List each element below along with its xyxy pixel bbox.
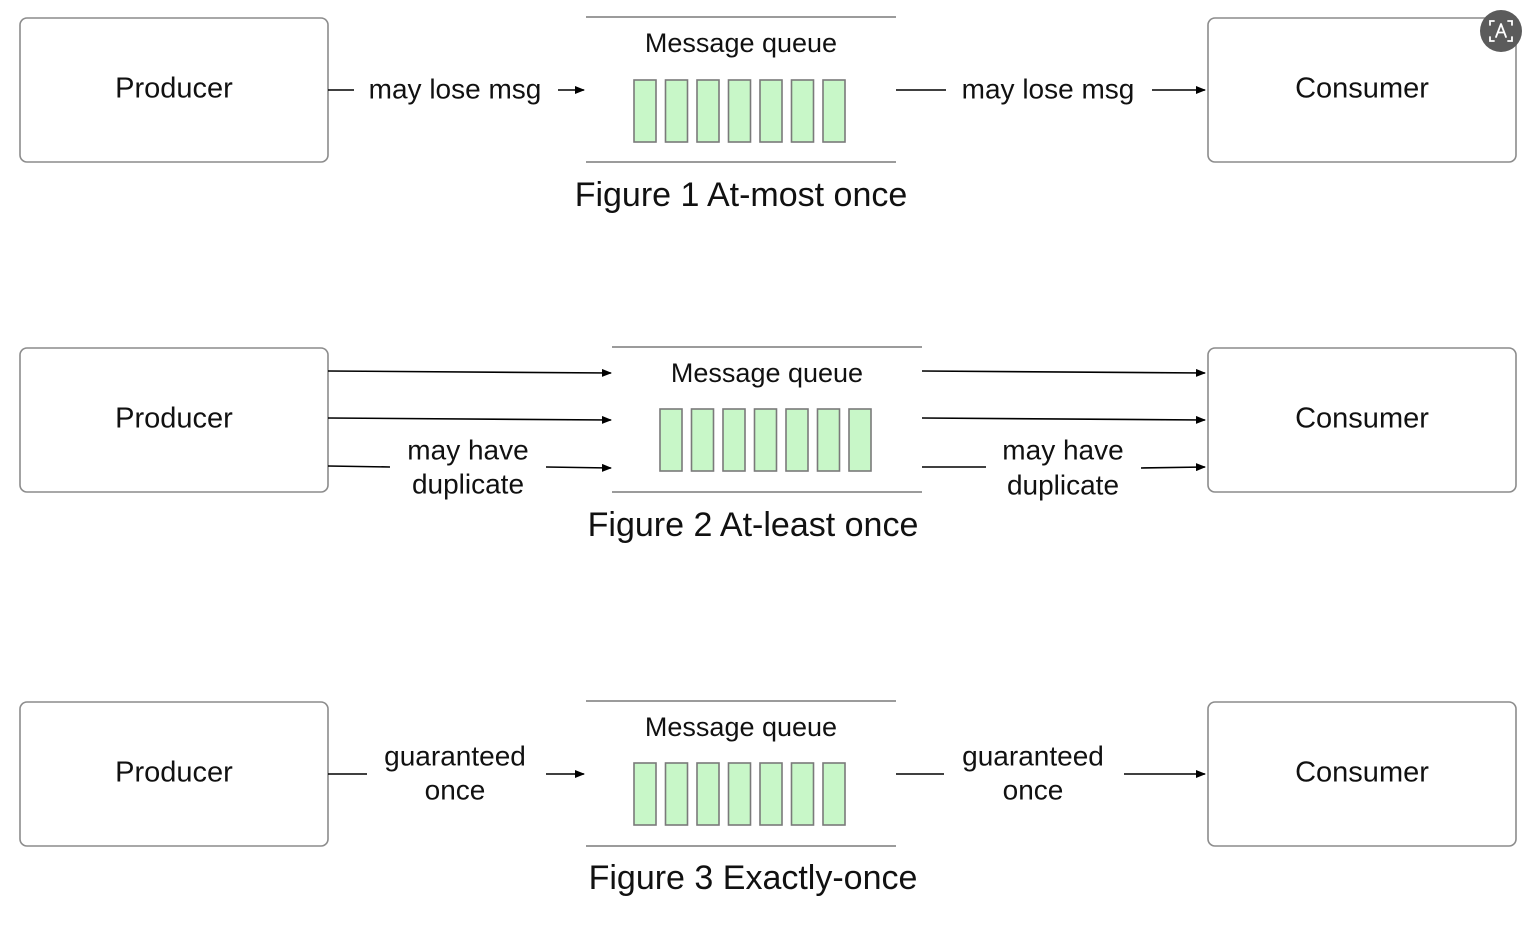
edge-label-left-line1: guaranteed <box>384 740 526 771</box>
figure-caption: Figure 2 At-least once <box>588 506 919 544</box>
figure-caption: Figure 3 Exactly-once <box>589 859 918 897</box>
queue-message-cell <box>664 762 689 826</box>
edge-label-right-line1: guaranteed <box>962 740 1104 771</box>
translate-icon <box>1489 20 1513 42</box>
consumer-box <box>1207 347 1517 493</box>
edge-label-right-line1: may have <box>1002 434 1123 465</box>
edge-label-right-line2: duplicate <box>1007 469 1119 500</box>
producer-label: Producer <box>115 757 233 789</box>
queue-message-cell <box>790 762 815 826</box>
producer-label: Producer <box>115 73 233 105</box>
arrow-right <box>327 368 612 377</box>
queue-message-cell <box>727 79 752 143</box>
edge-label-left-line2: duplicate <box>412 468 524 499</box>
queue-message-cell <box>727 762 752 826</box>
queue-message-cell <box>664 79 689 143</box>
figure-caption: Figure 1 At-most once <box>575 176 908 214</box>
queue-message-cell <box>785 408 809 472</box>
queue-message-cell <box>690 408 715 472</box>
queue-message-cell <box>759 762 783 826</box>
queue-message-cell <box>659 408 683 472</box>
figure-2: Producer Message queue Consumer may have… <box>19 346 1517 544</box>
edge-segment <box>327 465 391 468</box>
queue-message-cell <box>722 408 746 472</box>
edge-label-right: may lose msg <box>962 73 1135 104</box>
queue-message-cell <box>816 408 841 472</box>
consumer-label: Consumer <box>1295 403 1429 435</box>
edge-label-left: may lose msg <box>369 73 542 104</box>
queue-message-cell <box>790 79 815 143</box>
edge-label-left-line1: may have <box>407 434 528 465</box>
queue-message-cell <box>848 408 872 472</box>
arrow-right <box>921 368 1206 377</box>
producer-box <box>19 347 329 493</box>
queue-title: Message queue <box>645 28 837 58</box>
queue-message-cell <box>696 79 720 143</box>
queue-message-cell <box>759 79 783 143</box>
queue-cells <box>633 762 846 826</box>
edge-label-right-line2: once <box>1003 774 1064 805</box>
queue-message-cell <box>633 79 657 143</box>
queue-message-cell <box>822 79 846 143</box>
consumer-box <box>1207 701 1517 847</box>
queue-message-cell <box>633 762 657 826</box>
figure-3: Producer Message queue Consumer guarante… <box>19 700 1517 897</box>
consumer-label: Consumer <box>1295 73 1429 105</box>
arrow-right <box>921 415 1206 424</box>
translate-button[interactable] <box>1480 10 1522 52</box>
arrow-right <box>545 463 612 472</box>
queue-title: Message queue <box>671 358 863 388</box>
queue-message-cell <box>753 408 778 472</box>
edge-label-left-line2: once <box>425 774 486 805</box>
arrow-right <box>327 415 612 424</box>
consumer-box <box>1207 17 1517 163</box>
arrow-right <box>1140 463 1206 472</box>
figure-1: Producer Message queue Consumer may lose… <box>19 16 1517 214</box>
queue-message-cell <box>822 762 846 826</box>
queue-title: Message queue <box>645 712 837 742</box>
queue-cells <box>659 408 872 472</box>
queue-message-cell <box>696 762 720 826</box>
consumer-label: Consumer <box>1295 757 1429 789</box>
queue-cells <box>633 79 846 143</box>
producer-label: Producer <box>115 403 233 435</box>
